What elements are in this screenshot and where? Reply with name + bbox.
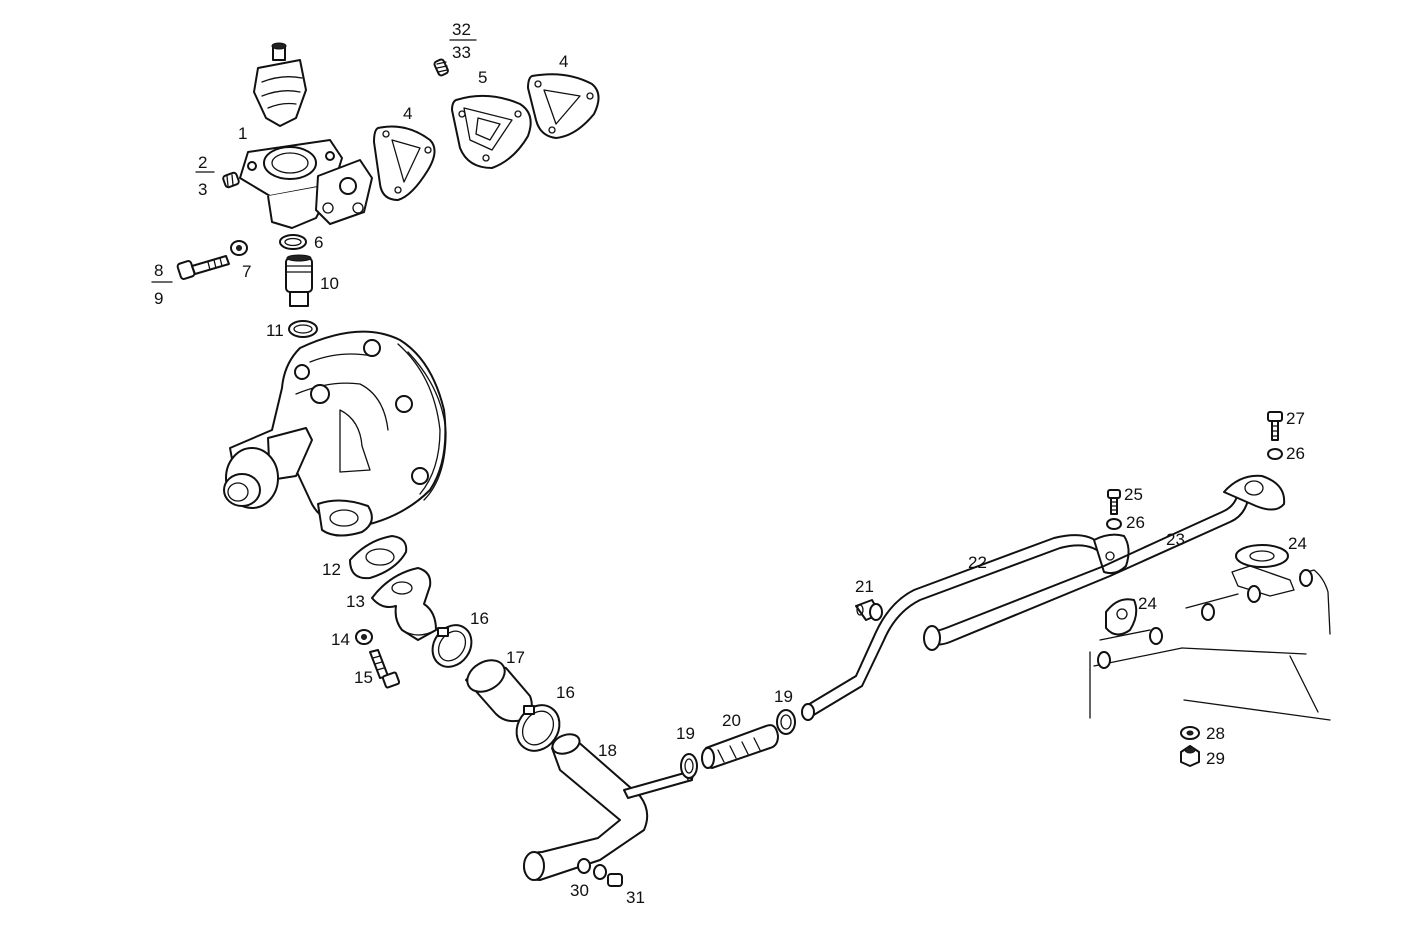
label-7: 7 xyxy=(242,262,251,281)
label-17: 17 xyxy=(506,648,525,667)
nut-icon xyxy=(1180,745,1200,767)
label-10: 10 xyxy=(320,274,339,293)
engine-block-outline xyxy=(1089,565,1331,721)
thermostat-icon xyxy=(253,42,307,127)
label-23: 23 xyxy=(1166,530,1185,549)
label-30: 30 xyxy=(570,881,589,900)
screw-icon xyxy=(369,649,401,689)
gasket-right-icon xyxy=(527,73,600,139)
coolant-pipe-icon xyxy=(923,474,1286,651)
label-21: 21 xyxy=(855,577,874,596)
flange-icon xyxy=(451,94,532,169)
coolant-pipe-icon xyxy=(801,533,1130,721)
stud-icon xyxy=(433,58,449,77)
label-26a: 26 xyxy=(1126,513,1145,532)
flange-gasket-icon xyxy=(1235,544,1289,568)
coolant-pipe-icon xyxy=(523,733,694,881)
label-1: 1 xyxy=(238,124,247,143)
washer-icon xyxy=(1267,448,1283,460)
hose-clamp-icon xyxy=(431,624,473,668)
label-29: 29 xyxy=(1206,749,1225,768)
label-25: 25 xyxy=(1124,485,1143,504)
bolt-icon xyxy=(1107,489,1121,515)
pump-gasket-icon xyxy=(349,535,408,580)
washer-icon xyxy=(1106,518,1122,530)
label-2: 2 xyxy=(198,153,207,172)
washer-icon xyxy=(1180,726,1200,740)
label-13: 13 xyxy=(346,592,365,611)
label-20: 20 xyxy=(722,711,741,730)
label-6: 6 xyxy=(314,233,323,252)
label-33: 33 xyxy=(452,43,471,62)
label-22: 22 xyxy=(968,553,987,572)
label-11: 11 xyxy=(266,321,284,340)
label-19a: 19 xyxy=(676,724,695,743)
label-12: 12 xyxy=(322,560,341,579)
label-14: 14 xyxy=(331,630,350,649)
label-8: 8 xyxy=(154,261,163,280)
label-24b: 24 xyxy=(1138,594,1157,613)
hose-icon xyxy=(701,724,779,769)
label-19b: 19 xyxy=(774,687,793,706)
flange-gasket-icon xyxy=(1105,598,1138,636)
fitting-icon xyxy=(855,599,883,621)
label-15: 15 xyxy=(354,668,373,687)
washer-icon xyxy=(230,240,248,256)
thermostat-housing-icon xyxy=(239,139,373,229)
water-pump-icon xyxy=(223,330,447,537)
label-18: 18 xyxy=(598,741,617,760)
label-31: 31 xyxy=(626,888,645,907)
label-28: 28 xyxy=(1206,724,1225,743)
nut-icon xyxy=(355,629,373,645)
label-16b: 16 xyxy=(556,683,575,702)
label-24a: 24 xyxy=(1288,534,1307,553)
bolt-icon xyxy=(176,255,230,280)
hose-clamp-icon xyxy=(776,709,796,735)
hose-clamp-icon xyxy=(515,704,561,752)
hose-icon xyxy=(465,659,533,723)
plug-icon xyxy=(222,171,240,189)
label-27: 27 xyxy=(1286,409,1305,428)
union-fitting-icon xyxy=(285,254,313,307)
label-32: 32 xyxy=(452,20,471,39)
drain-plug-icon xyxy=(577,858,623,887)
label-3: 3 xyxy=(198,180,207,199)
outlet-elbow-icon xyxy=(371,567,437,641)
label-5: 5 xyxy=(478,68,487,87)
label-16a: 16 xyxy=(470,609,489,628)
label-26b: 26 xyxy=(1286,444,1305,463)
seal-ring-icon xyxy=(288,320,318,338)
hose-clamp-icon xyxy=(680,753,698,779)
label-4b: 4 xyxy=(559,52,568,71)
o-ring-icon xyxy=(279,234,307,250)
label-4a: 4 xyxy=(403,104,412,123)
label-9: 9 xyxy=(154,289,163,308)
bolt-icon xyxy=(1267,411,1283,441)
gasket-left-icon xyxy=(373,125,436,201)
